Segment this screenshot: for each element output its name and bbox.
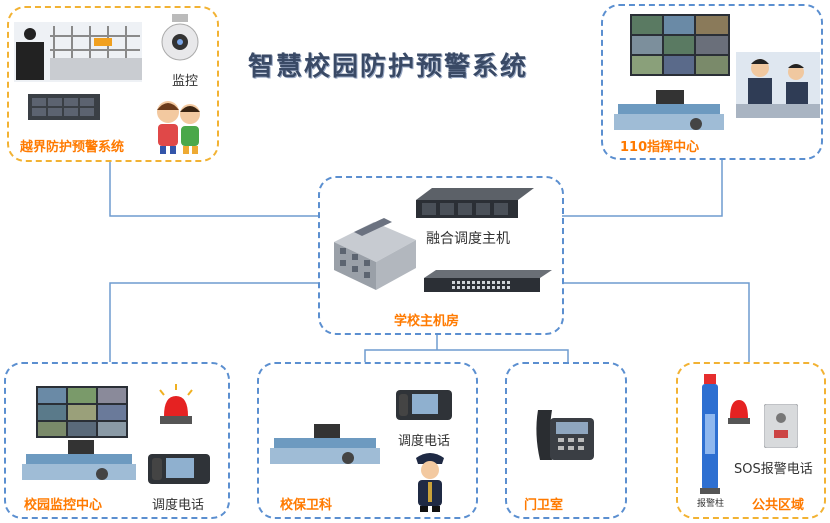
server-room-box <box>318 176 564 335</box>
public-label: 公共区域 <box>752 498 805 513</box>
line-campus <box>109 282 320 362</box>
alarm-light-icon <box>728 400 750 424</box>
command-box <box>601 4 823 160</box>
intruder-fence-icon <box>14 22 142 82</box>
gate-label: 门卫室 <box>524 498 564 513</box>
video-wall-icon <box>630 14 730 76</box>
rack-server-icon <box>416 188 534 218</box>
building-icon <box>334 218 416 290</box>
perimeter-box <box>7 6 219 162</box>
sos-phone-icon <box>764 404 798 448</box>
security-phone-text: 调度电话 <box>398 434 451 449</box>
console-desk-icon <box>270 424 380 464</box>
command-label: 110指挥中心 <box>620 140 700 155</box>
console-desk-icon <box>22 440 136 480</box>
operators-icon <box>736 52 820 118</box>
campus-monitor-label: 校园监控中心 <box>24 498 103 513</box>
monitor-text: 监控 <box>172 74 199 89</box>
security-box <box>257 362 478 519</box>
page-title: 智慧校园防护预警系统 <box>248 52 529 82</box>
alarm-light-icon <box>159 384 193 424</box>
host-text: 融合调度主机 <box>426 231 510 247</box>
perimeter-label: 越界防护预警系统 <box>20 140 125 155</box>
security-label: 校保卫科 <box>280 498 333 513</box>
police-officer-icon <box>416 453 444 512</box>
dispatch-phone-icon <box>148 454 210 484</box>
campus-monitor-box <box>4 362 230 519</box>
video-wall-icon <box>36 386 128 438</box>
desk-phone-icon <box>536 410 594 460</box>
children-icon <box>157 101 200 154</box>
line-security <box>364 349 569 362</box>
line-command <box>562 160 723 217</box>
network-switch-icon <box>424 270 552 292</box>
server-rack-icon <box>28 94 100 120</box>
campus-phone-text: 调度电话 <box>152 498 205 513</box>
server-room-label: 学校主机房 <box>394 314 460 329</box>
public-box <box>676 362 826 519</box>
sos-phone-text: SOS报警电话 <box>734 462 813 477</box>
gate-box <box>505 362 627 519</box>
alarm-pillar-text: 报警柱 <box>697 499 725 509</box>
line-public <box>562 282 750 362</box>
dispatch-phone-icon <box>396 390 452 420</box>
camera-icon <box>161 14 199 61</box>
line-perimeter <box>109 160 320 217</box>
console-desk-icon <box>614 90 724 130</box>
alarm-pillar-icon <box>700 374 720 494</box>
